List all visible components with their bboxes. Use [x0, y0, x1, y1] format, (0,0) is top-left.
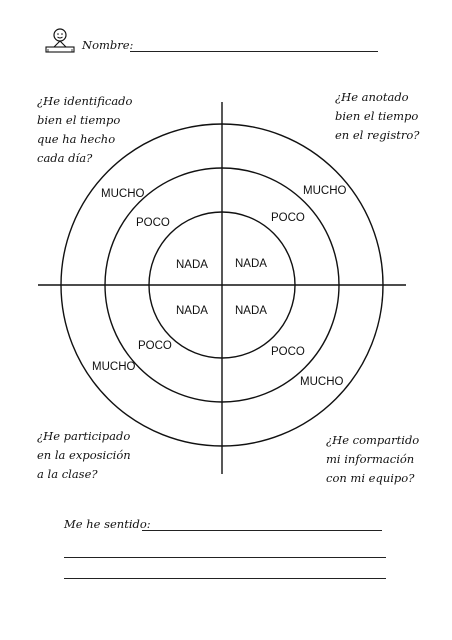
- name-label: Nombre:: [82, 38, 134, 52]
- question-top-right: ¿He anotado bien el tiempo en el registr…: [335, 90, 420, 142]
- question-top-left: ¿He identificado bien el tiempo que ha h…: [37, 94, 133, 165]
- feeling-line-3[interactable]: [64, 578, 386, 579]
- level-label-poco-tr: POCO: [271, 212, 305, 224]
- level-label-nada-br: NADA: [235, 305, 267, 317]
- name-line[interactable]: [130, 51, 378, 52]
- name-header: Nombre:: [44, 26, 384, 56]
- feeling-line-2[interactable]: [64, 557, 386, 558]
- level-label-nada-tl: NADA: [176, 259, 208, 271]
- level-label-mucho-tr: MUCHO: [303, 185, 346, 197]
- level-label-poco-bl: POCO: [138, 340, 172, 352]
- question-bottom-left: ¿He participado en la exposición a la cl…: [37, 429, 131, 481]
- level-label-poco-br: POCO: [271, 346, 305, 358]
- feeling-label: Me he sentido:: [64, 517, 151, 531]
- level-label-mucho-br: MUCHO: [300, 376, 343, 388]
- level-label-nada-tr: NADA: [235, 258, 267, 270]
- feeling-line-1[interactable]: [142, 530, 382, 531]
- level-label-poco-tl: POCO: [136, 217, 170, 229]
- level-label-nada-bl: NADA: [176, 305, 208, 317]
- student-pictogram-icon: [45, 28, 75, 53]
- question-bottom-right: ¿He compartido mi información con mi equ…: [326, 433, 420, 485]
- level-label-mucho-bl: MUCHO: [92, 361, 135, 373]
- level-label-mucho-tl: MUCHO: [101, 188, 144, 200]
